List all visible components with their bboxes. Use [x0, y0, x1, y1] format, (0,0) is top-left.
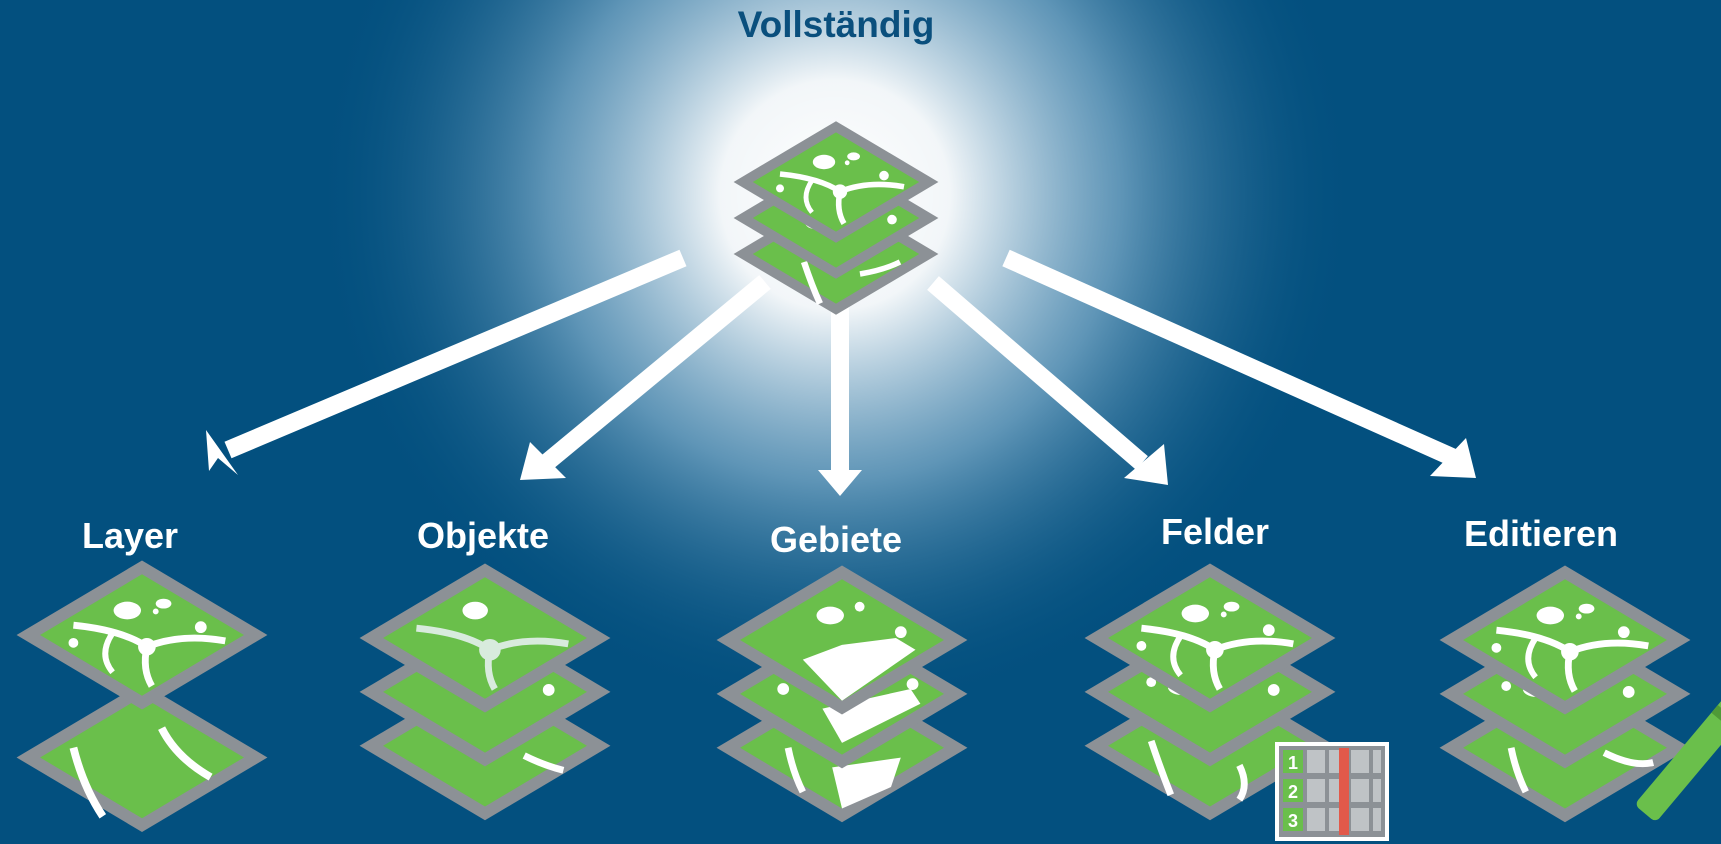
arrow-to-felder: [927, 276, 1168, 485]
arrow-to-gebiete: [818, 300, 862, 496]
label-gebiete: Gebiete: [769, 519, 903, 560]
label-editieren: Editieren: [1463, 513, 1619, 554]
table-row-number: 2: [1288, 782, 1298, 802]
label-felder: Felder: [1160, 511, 1270, 552]
table-row-number: 1: [1288, 753, 1298, 773]
table-icon: 1 2 3: [1275, 742, 1389, 841]
objekte-stack: [359, 563, 611, 821]
label-objekte: Objekte: [416, 515, 550, 556]
gebiete-stack: [716, 565, 968, 823]
editieren-stack: [1440, 566, 1691, 823]
full-layer-stack: [734, 121, 939, 315]
layer-stack: [17, 561, 268, 832]
title-label: Vollständig: [737, 4, 935, 45]
table-row-number: 3: [1288, 811, 1298, 831]
pen-icon: [1636, 692, 1721, 821]
arrow-to-layer: [206, 249, 687, 475]
label-layer: Layer: [81, 515, 179, 556]
felder-stack: [1085, 564, 1336, 821]
arrow-to-editieren: [1002, 249, 1476, 478]
arrow-to-objekte: [520, 275, 771, 480]
